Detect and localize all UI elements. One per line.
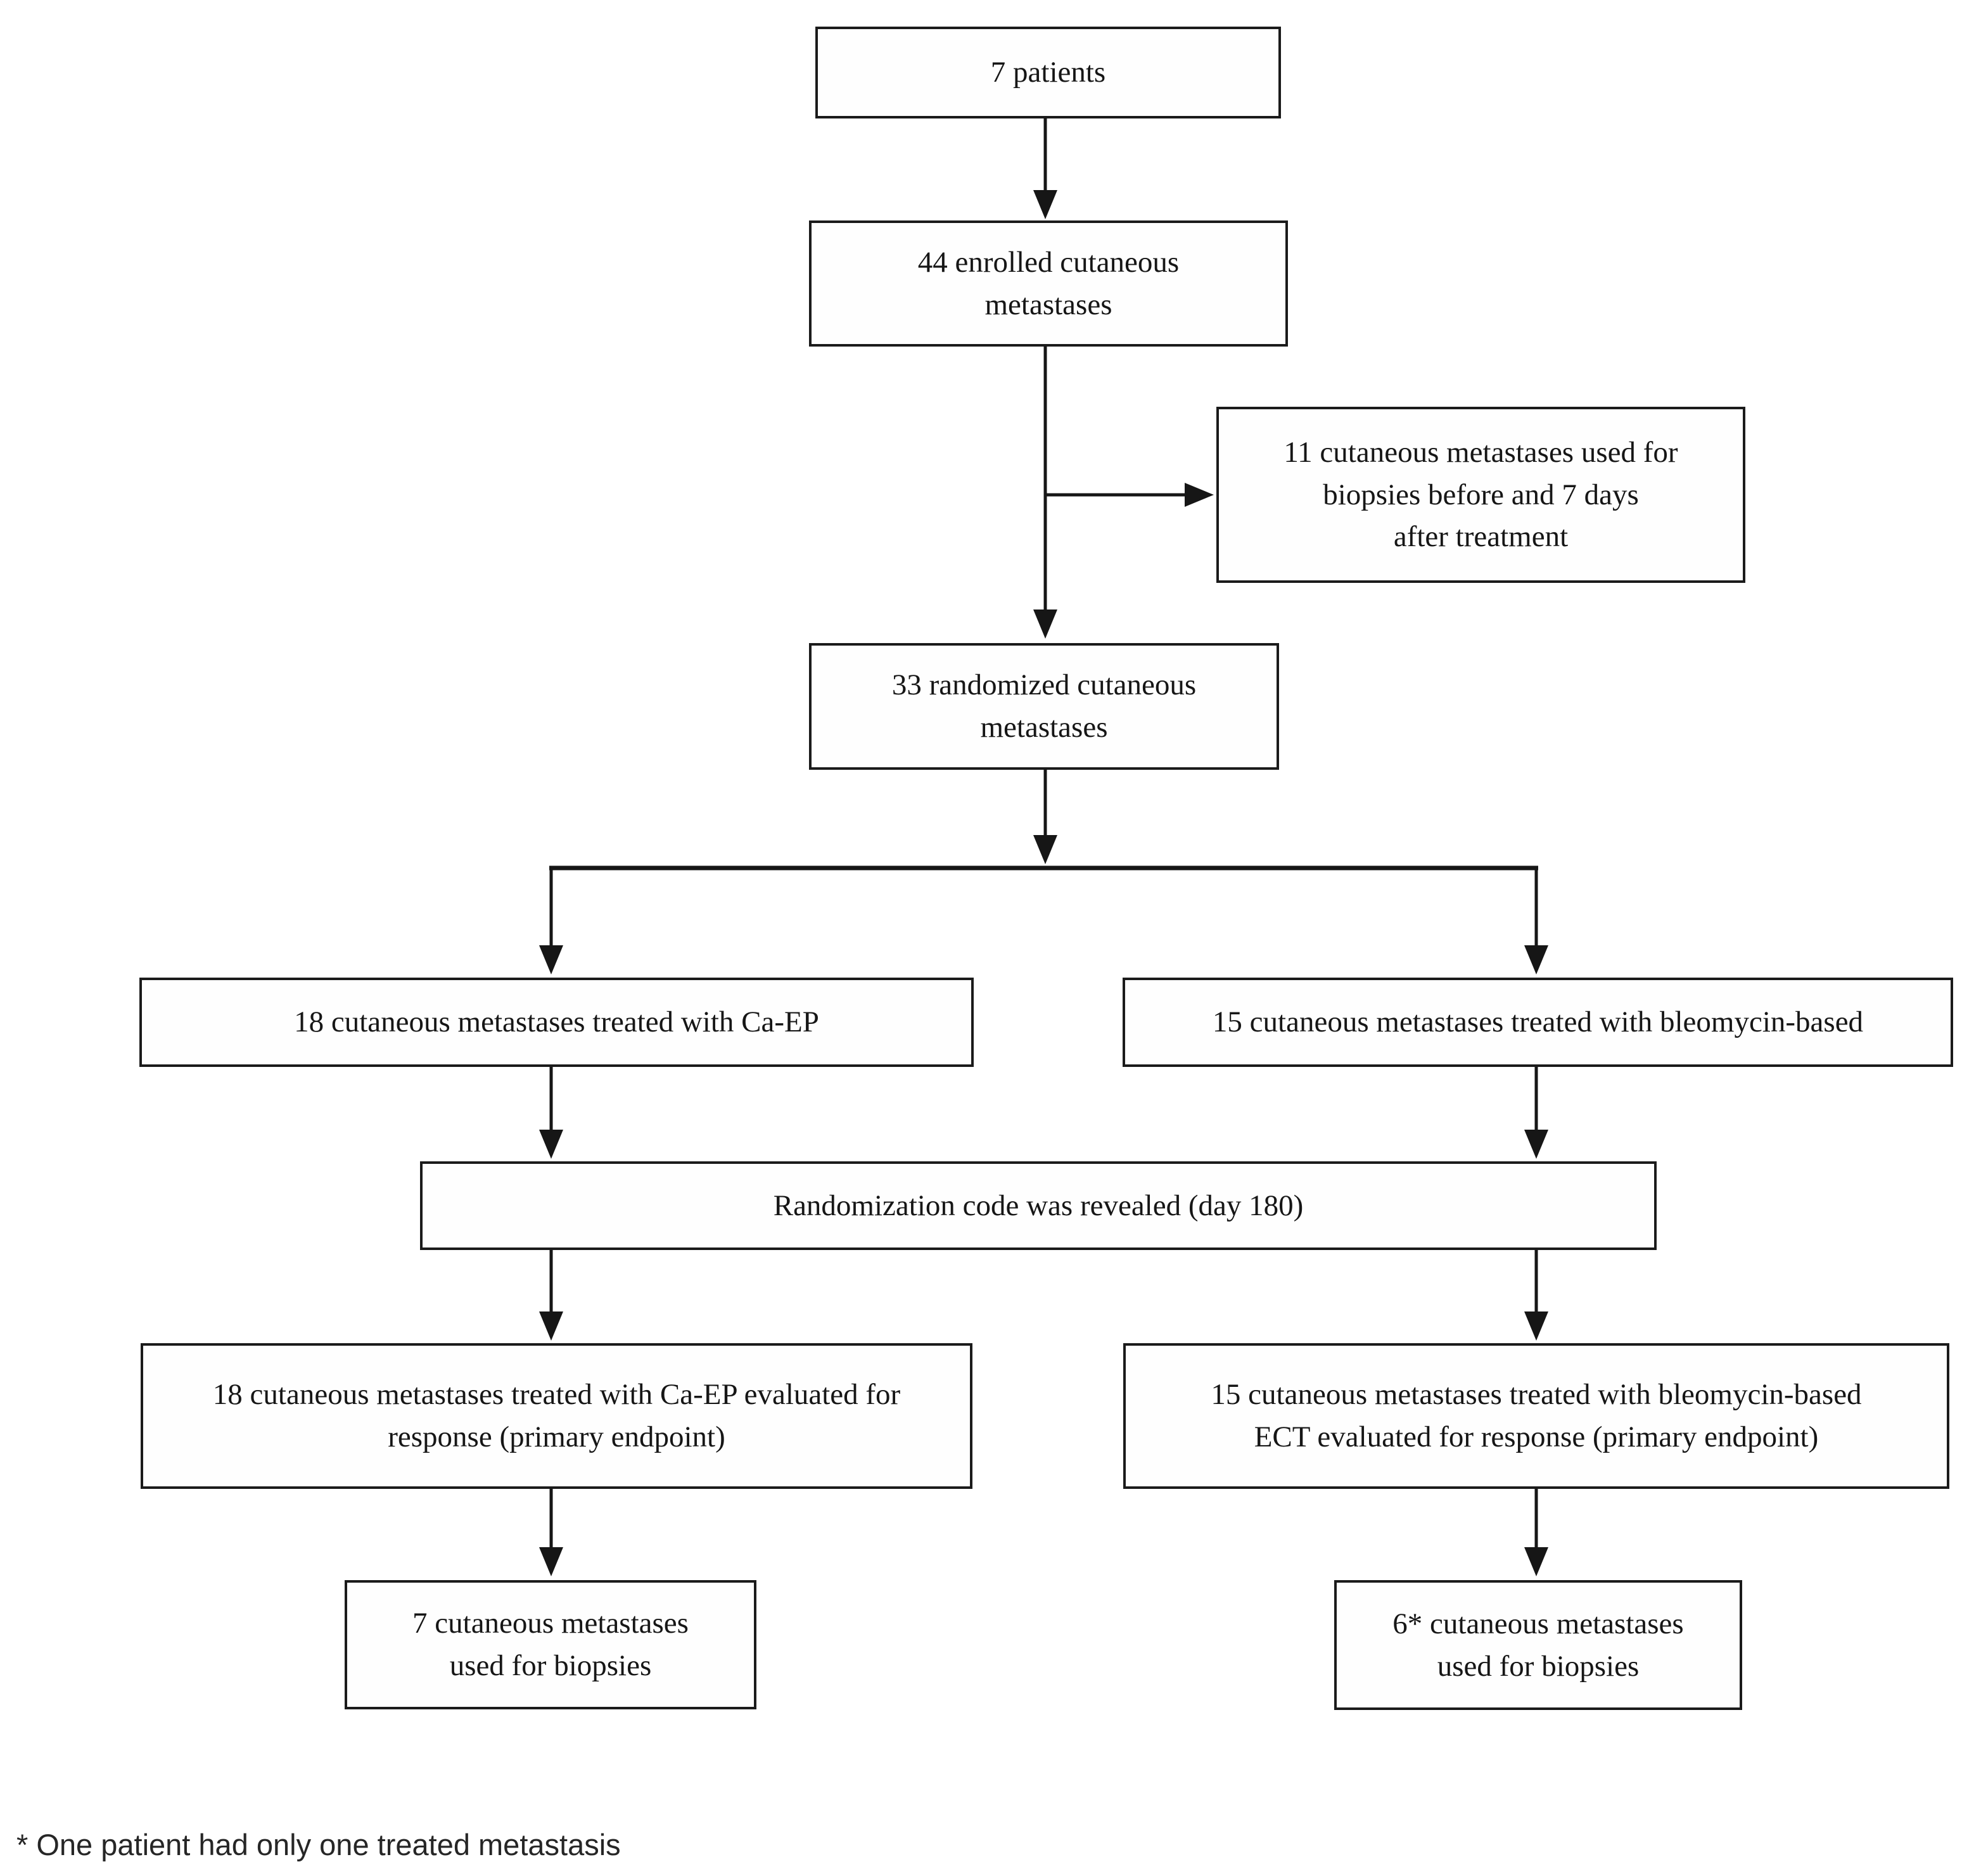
- arrow-split-to-caep-arm: [539, 866, 563, 974]
- box-bleomycin-evaluated: 15 cutaneous metastases treated with ble…: [1123, 1343, 1949, 1489]
- arrow-code-to-bleomycin-evaluated: [1524, 1250, 1548, 1341]
- box-bleomycin-arm: 15 cutaneous metastases treated with ble…: [1123, 978, 1953, 1067]
- box-text-line: 7 cutaneous metastases: [412, 1607, 689, 1640]
- box-text-line: after treatment: [1393, 520, 1569, 554]
- box-text-line: 11 cutaneous metastases used for: [1284, 435, 1678, 469]
- box-text-line: used for biopsies: [449, 1649, 652, 1682]
- arrow-split-to-bleomycin-arm: [1524, 866, 1548, 974]
- box-caep-arm: 18 cutaneous metastases treated with Ca-…: [139, 978, 974, 1067]
- box-text-line: metastases: [980, 711, 1108, 744]
- box-text-line: ECT evaluated for response (primary endp…: [1254, 1420, 1819, 1453]
- box-caep-evaluated: 18 cutaneous metastases treated with Ca-…: [141, 1343, 972, 1489]
- box-randomization-code-revealed: Randomization code was revealed (day 180…: [420, 1161, 1657, 1250]
- arrow-randomized-to-split: [1033, 770, 1057, 864]
- arrow-enrolled-to-randomized: [1033, 347, 1057, 639]
- arrow-caep-evaluated-to-biopsies: [539, 1489, 563, 1576]
- box-text-line: 15 cutaneous metastases treated with ble…: [1212, 1005, 1864, 1039]
- box-biopsy-exclusion: 11 cutaneous metastases used for biopsie…: [1216, 407, 1745, 583]
- box-text-line: Randomization code was revealed (day 180…: [773, 1189, 1304, 1222]
- box-enrolled-metastases: 44 enrolled cutaneous metastases: [809, 220, 1288, 347]
- box-patients: 7 patients: [815, 27, 1281, 118]
- box-text-line: biopsies before and 7 days: [1323, 478, 1639, 511]
- box-text-line: 6* cutaneous metastases: [1392, 1607, 1684, 1640]
- box-text-line: 44 enrolled cutaneous: [917, 245, 1180, 279]
- arrow-code-to-caep-evaluated: [539, 1250, 563, 1341]
- box-text-line: 15 cutaneous metastases treated with ble…: [1211, 1378, 1862, 1412]
- box-text-line: response (primary endpoint): [388, 1420, 725, 1453]
- box-text-line: 7 patients: [990, 56, 1106, 89]
- arrow-bleomycin-evaluated-to-biopsies: [1524, 1489, 1548, 1576]
- box-caep-biopsies: 7 cutaneous metastases used for biopsies: [345, 1580, 756, 1709]
- box-text-line: used for biopsies: [1437, 1649, 1640, 1683]
- box-bleomycin-biopsies: 6* cutaneous metastases used for biopsie…: [1334, 1580, 1742, 1710]
- box-text-line: metastases: [984, 288, 1112, 321]
- box-randomized-metastases: 33 randomized cutaneous metastases: [809, 643, 1279, 770]
- arrow-patients-to-enrolled: [1033, 118, 1057, 219]
- box-text-line: 18 cutaneous metastases treated with Ca-…: [212, 1378, 901, 1412]
- footnote: * One patient had only one treated metas…: [16, 1828, 621, 1861]
- arrow-branch-to-biopsy-exclusion: [1045, 483, 1214, 507]
- box-text-line: 33 randomized cutaneous: [891, 668, 1197, 702]
- box-text-line: 18 cutaneous metastases treated with Ca-…: [294, 1005, 819, 1039]
- arrow-caep-arm-to-code: [539, 1067, 563, 1159]
- arrow-bleomycin-arm-to-code: [1524, 1067, 1548, 1159]
